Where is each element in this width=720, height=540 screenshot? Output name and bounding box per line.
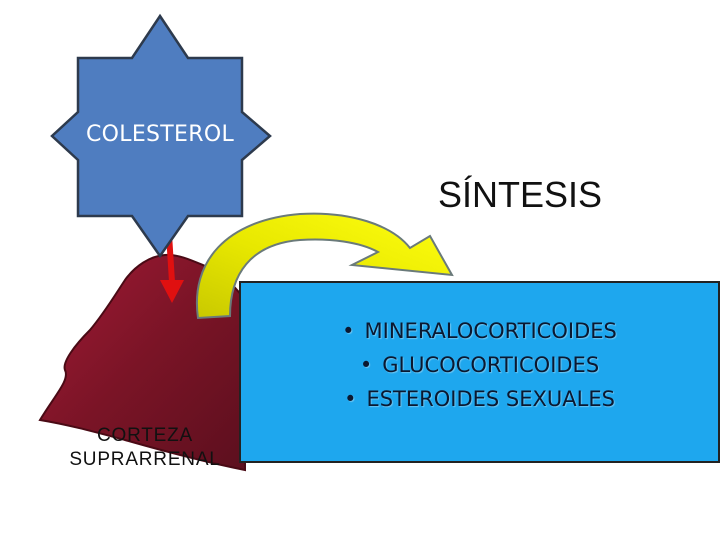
bullet: • <box>342 319 354 343</box>
adrenal-cortex-label: CORTEZA SUPRARRENAL <box>40 424 250 472</box>
hormone-item: • ESTEROIDES SEXUALES <box>240 382 719 416</box>
bullet: • <box>360 353 372 377</box>
hormone-item: • GLUCOCORTICOIDES <box>240 348 719 382</box>
adrenal-cortex-label-line1: CORTEZA <box>97 425 193 446</box>
bullet: • <box>344 387 356 411</box>
hormone-item-label: ESTEROIDES SEXUALES <box>366 387 614 411</box>
hormone-item-label: MINERALOCORTICOIDES <box>365 319 617 343</box>
hormone-item-label: GLUCOCORTICOIDES <box>382 353 599 377</box>
hormone-list: • MINERALOCORTICOIDES • GLUCOCORTICOIDES •… <box>240 282 719 462</box>
cholesterol-label: COLESTEROL <box>55 122 265 147</box>
adrenal-cortex-label-line2: SUPRARRENAL <box>69 449 220 470</box>
synthesis-label: SÍNTESIS <box>400 174 640 216</box>
hormone-item: • MINERALOCORTICOIDES <box>240 314 719 348</box>
